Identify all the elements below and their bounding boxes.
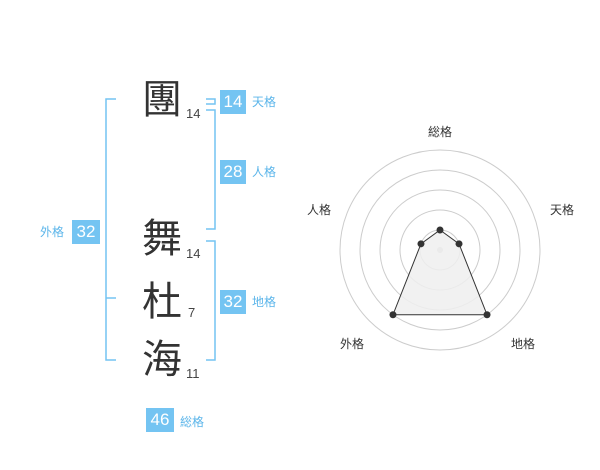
name-char-1: 團: [142, 77, 182, 123]
radar-label-jinkaku: 人格: [307, 203, 332, 217]
stroke-count-2: 14: [186, 246, 201, 261]
tenkaku-bracket: [206, 98, 216, 105]
jinkaku-value: 28: [220, 160, 246, 184]
stroke-count-1: 14: [186, 106, 201, 121]
jinkaku-bracket: [206, 109, 216, 230]
radar-label-gaikaku: 外格: [340, 337, 365, 351]
soukaku-value: 46: [146, 408, 174, 432]
radar-label-chikaku: 地格: [511, 337, 536, 351]
chikaku-value: 32: [220, 290, 246, 314]
soukaku-label: 総格: [180, 415, 205, 429]
radar-label-soukaku: 総格: [428, 125, 453, 139]
radar-point: [417, 240, 425, 248]
radar-point: [436, 226, 444, 234]
radar-ring: [359, 169, 521, 331]
radar-ring: [339, 149, 541, 351]
tenkaku-label: 天格: [252, 95, 277, 109]
name-char-4: 海: [142, 337, 182, 383]
radar-point: [483, 311, 491, 319]
name-char-3: 杜: [142, 279, 182, 325]
gaikaku-bracket: [105, 98, 116, 361]
gaikaku-value: 32: [72, 220, 100, 244]
radar-shape: [389, 226, 491, 319]
radar-label-tenkaku: 天格: [550, 203, 575, 217]
stroke-count-3: 7: [188, 305, 196, 320]
stroke-count-4: 11: [186, 366, 200, 381]
name-char-2: 舞: [142, 216, 182, 262]
jinkaku-label: 人格: [252, 165, 277, 179]
radar-point: [389, 311, 397, 319]
chikaku-bracket: [206, 240, 216, 361]
radar-polygon: [392, 229, 488, 316]
tenkaku-value: 14: [220, 90, 246, 114]
chikaku-label: 地格: [252, 295, 277, 309]
gaikaku-label: 外格: [40, 225, 65, 239]
radar-point: [455, 240, 463, 248]
